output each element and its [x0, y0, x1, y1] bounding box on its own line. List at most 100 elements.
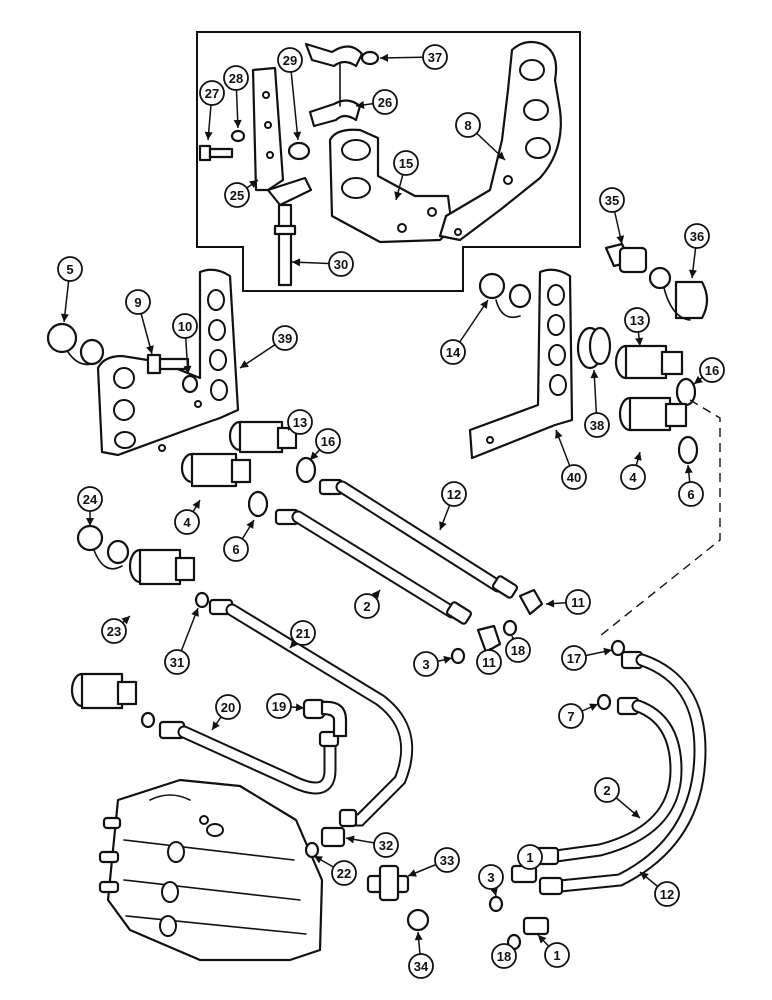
callout-circle [478, 864, 504, 890]
callout-11: 11 [476, 649, 502, 675]
callout-3: 3 [413, 651, 439, 677]
callout-circle [223, 65, 249, 91]
callout-label: 21 [296, 626, 310, 641]
seal-mid-upper-part [295, 456, 317, 484]
callout-36: 36 [684, 223, 710, 249]
callout-circle [594, 777, 620, 803]
callout-circle [684, 223, 710, 249]
seal-mid-lower-part [247, 490, 269, 518]
coupler-mid-upper-part [228, 420, 298, 454]
right-bracket-part [468, 268, 574, 460]
callout-label: 15 [399, 156, 413, 171]
leader-arrowhead [603, 647, 612, 656]
callout-label: 27 [205, 86, 219, 101]
leader-arrowhead [496, 151, 505, 160]
callout-circle [624, 307, 650, 333]
hose-21-part [208, 598, 414, 828]
o-ring-7-part [596, 693, 612, 711]
callout-circle [699, 357, 725, 383]
callout-label: 14 [446, 345, 461, 360]
callout-11: 11 [565, 589, 591, 615]
callout-label: 8 [464, 118, 471, 133]
callout-circle [77, 486, 103, 512]
callout-label: 32 [379, 838, 393, 853]
callout-circle [287, 409, 313, 435]
callout-4: 4 [620, 464, 646, 490]
callout-16: 16 [699, 357, 725, 383]
callout-label: 34 [414, 959, 429, 974]
callout-circle [476, 649, 502, 675]
callout-13: 13 [624, 307, 650, 333]
callout-7: 7 [558, 703, 584, 729]
left-bracket-part [96, 268, 240, 457]
callout-label: 19 [272, 699, 286, 714]
callout-label: 1 [553, 948, 560, 963]
callout-circle [422, 44, 448, 70]
callout-14: 14 [440, 339, 466, 365]
leader-arrowhead [310, 451, 319, 460]
callout-label: 25 [230, 188, 244, 203]
dust-cap-right-part [478, 272, 532, 319]
quick-coupler-male-part [604, 242, 648, 274]
callout-circle [372, 89, 398, 115]
callout-label: 23 [107, 624, 121, 639]
callout-12: 12 [654, 881, 680, 907]
callout-label: 26 [378, 95, 392, 110]
o-ring-18-part [502, 619, 518, 637]
callout-31: 31 [164, 649, 190, 675]
coupler-right-upper-part [614, 344, 684, 380]
callout-label: 29 [283, 53, 297, 68]
callout-33: 33 [434, 847, 460, 873]
callout-39: 39 [272, 325, 298, 351]
leader-arrowhead [212, 721, 220, 730]
callout-circle [172, 313, 198, 339]
callout-label: 13 [293, 415, 307, 430]
leader-arrowhead [292, 258, 301, 267]
hose-long-upper-part [318, 478, 519, 599]
callout-10: 10 [172, 313, 198, 339]
callout-circle [373, 832, 399, 858]
callout-circle [584, 412, 610, 438]
leader-arrowhead [371, 590, 380, 599]
callout-circle [393, 150, 419, 176]
callout-circle [224, 182, 250, 208]
callout-label: 20 [221, 700, 235, 715]
leader-arrowhead [688, 269, 697, 278]
callout-label: 6 [687, 487, 694, 502]
callout-circle [328, 251, 354, 277]
callout-circle [544, 942, 570, 968]
leader-arrowhead [293, 131, 302, 140]
callout-24: 24 [77, 486, 103, 512]
tee-fitting-part [366, 864, 410, 902]
callout-circle [290, 620, 316, 646]
leader-arrowhead [555, 430, 563, 439]
callout-label: 10 [178, 319, 192, 334]
callout-label: 2 [603, 783, 610, 798]
elbow-19-part [302, 698, 348, 738]
callout-25: 25 [224, 182, 250, 208]
callout-label: 40 [567, 470, 581, 485]
leader-arrowhead [640, 872, 649, 881]
leader-arrowhead [439, 521, 447, 530]
leader-arrowhead [408, 869, 417, 877]
callout-circle [505, 637, 531, 663]
callout-34: 34 [408, 953, 434, 979]
callout-29: 29 [277, 47, 303, 73]
callout-label: 24 [83, 492, 98, 507]
leader-arrowhead [684, 465, 693, 474]
leader-arrowhead [204, 131, 213, 140]
callout-label: 22 [337, 866, 351, 881]
callout-circle [174, 509, 200, 535]
dust-cap-left-part [46, 322, 105, 366]
callout-26: 26 [372, 89, 398, 115]
leader-arrowhead [86, 518, 94, 526]
callout-2: 2 [354, 593, 380, 619]
hose-20-part [158, 720, 340, 795]
nut-small-part [360, 50, 380, 66]
callout-circle [164, 649, 190, 675]
leader-arrowhead [191, 608, 199, 617]
seal-right-lower-part [677, 435, 699, 465]
callout-label: 4 [183, 515, 191, 530]
leader-arrowhead [631, 809, 640, 818]
